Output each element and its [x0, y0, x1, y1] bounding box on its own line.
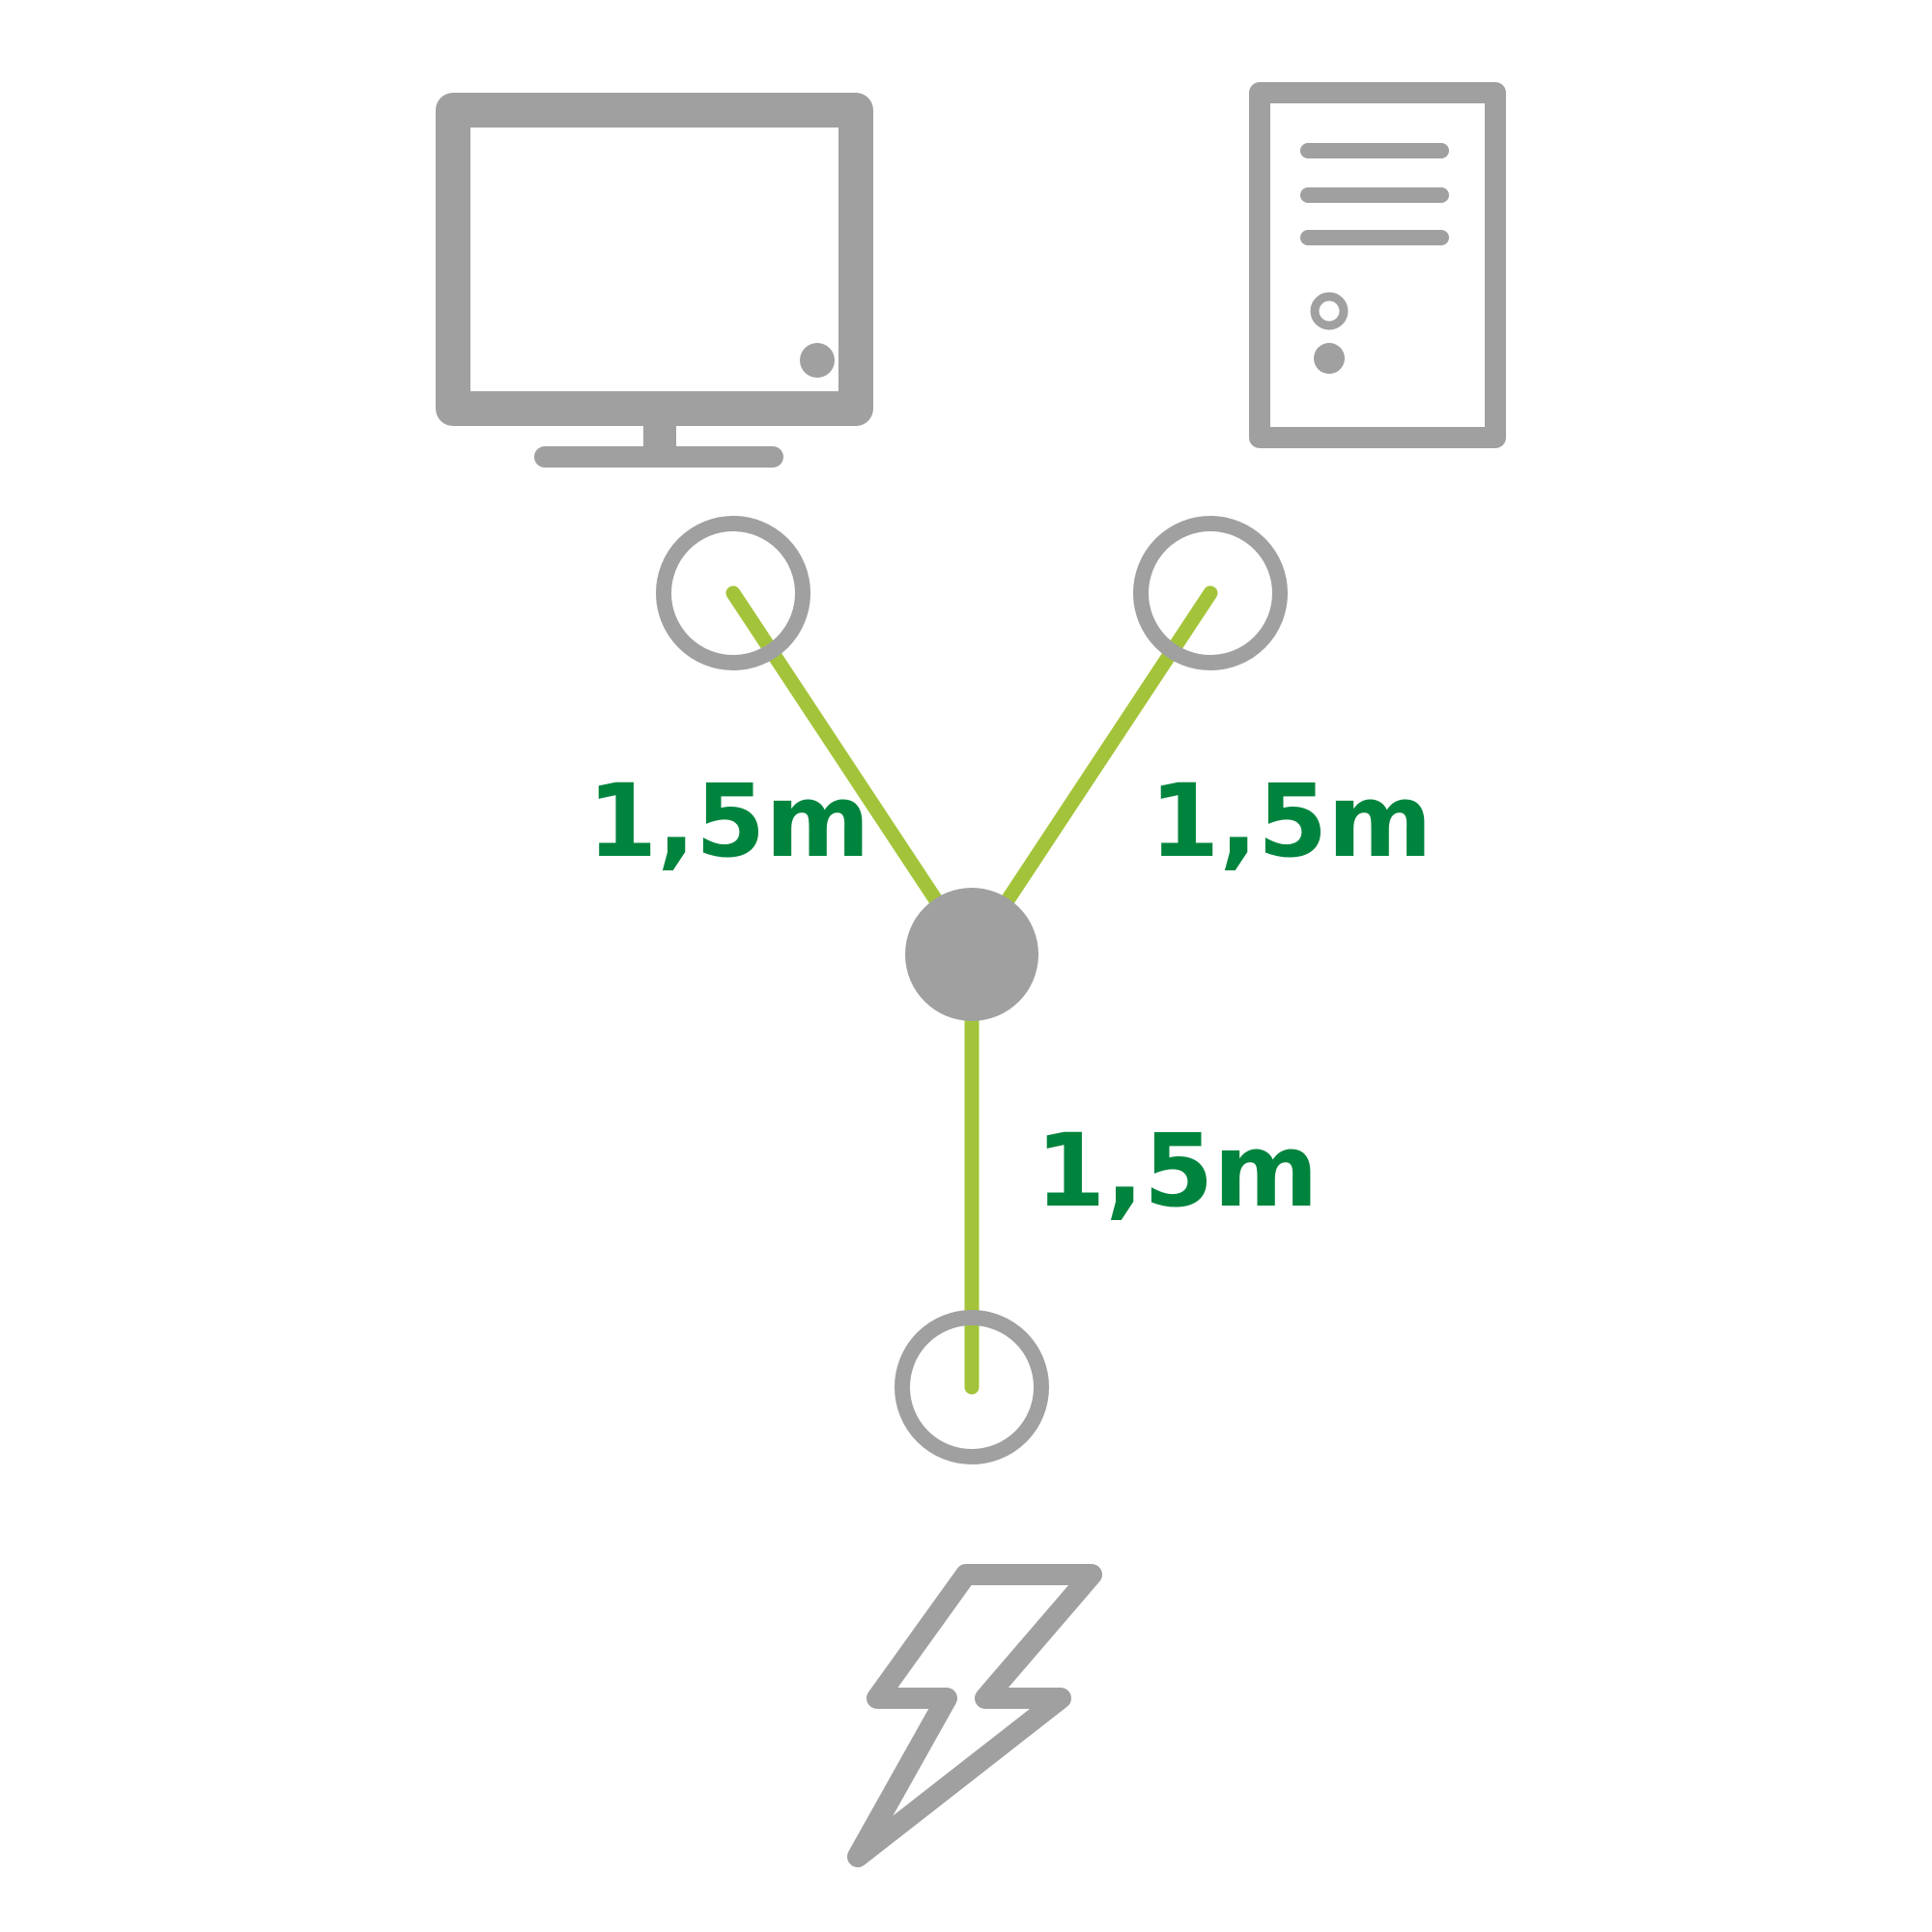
trunk-length-label: 1,5m [1036, 1112, 1319, 1230]
bottom-connector-ring [895, 1310, 1049, 1464]
left-branch-length-label: 1,5m [587, 762, 870, 880]
lightning-bolt-icon [847, 1564, 1102, 1867]
splitter-hub [905, 888, 1038, 1021]
right-connector-ring [1133, 516, 1288, 670]
right-branch-length-label: 1,5m [1150, 762, 1433, 880]
monitor-icon [436, 93, 873, 468]
pc-tower-icon [1249, 82, 1506, 448]
left-connector-ring [656, 516, 810, 670]
